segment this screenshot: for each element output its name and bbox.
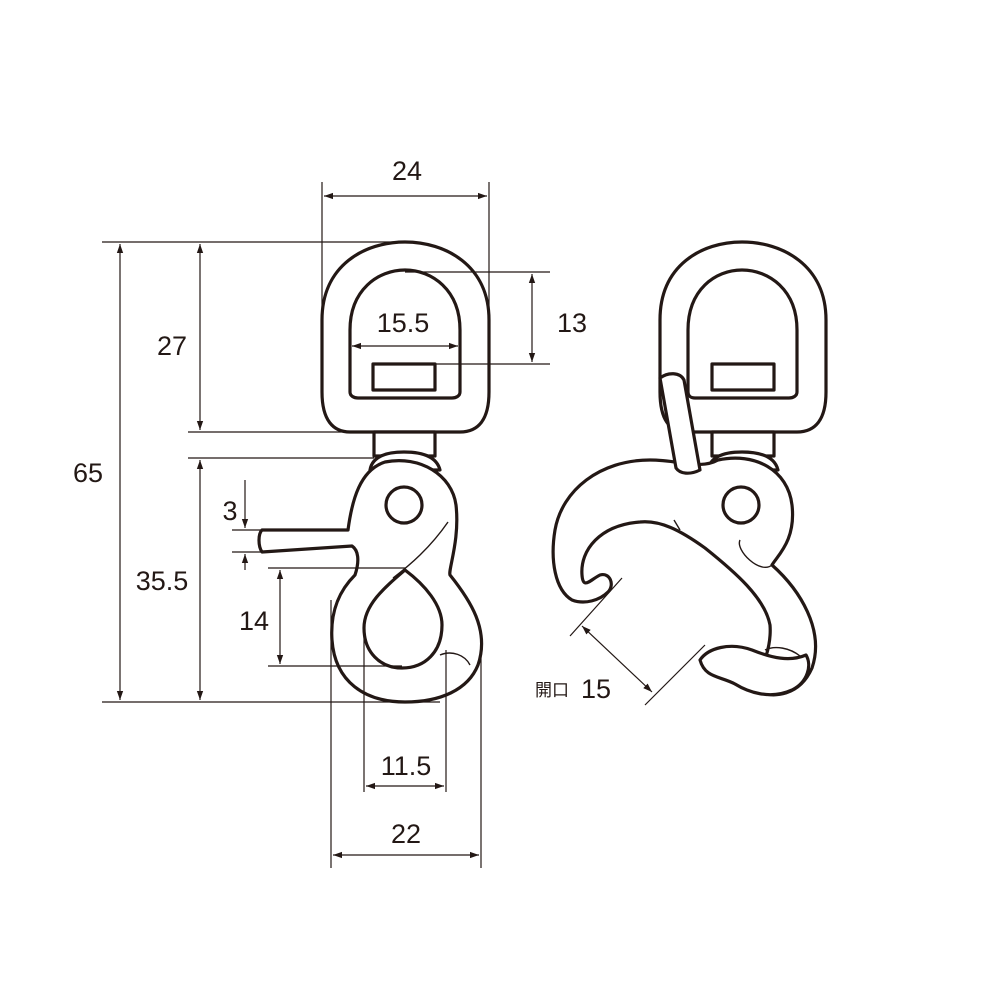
open-swivel-ring — [658, 240, 828, 434]
dim-label-ring-inner-width: 15.5 — [377, 308, 430, 338]
dim-label-ring-inner-height: 13 — [557, 308, 587, 338]
dim-label-overall-height: 65 — [73, 458, 103, 488]
swivel-ring — [320, 240, 491, 434]
dim-label-hook-width: 22 — [391, 819, 421, 849]
dim-label-hook-inner-height: 14 — [239, 606, 269, 636]
front-view: 24 65 27 15.5 13 3 35.5 14 11.5 22 — [73, 156, 587, 868]
opening-label: 開口 — [535, 681, 569, 701]
dim-label-ring-height: 27 — [157, 331, 187, 361]
ring-pin-block — [371, 362, 437, 392]
hook-body — [257, 459, 484, 704]
dim-label-hook-height: 35.5 — [136, 566, 189, 596]
swivel-neck — [368, 430, 442, 472]
open-view: 開口 15 — [535, 240, 828, 706]
opening-value: 15 — [581, 674, 611, 704]
dim-label-lever-thickness: 3 — [222, 496, 237, 526]
pivot-rivet — [384, 485, 424, 525]
dim-label-overall-width: 24 — [392, 156, 422, 186]
opening-dimension — [569, 577, 706, 706]
dimension-lines — [102, 182, 550, 868]
open-pivot-rivet — [721, 485, 761, 525]
open-ring-pin-block — [710, 362, 776, 392]
dim-label-hook-inner-width: 11.5 — [381, 751, 432, 781]
